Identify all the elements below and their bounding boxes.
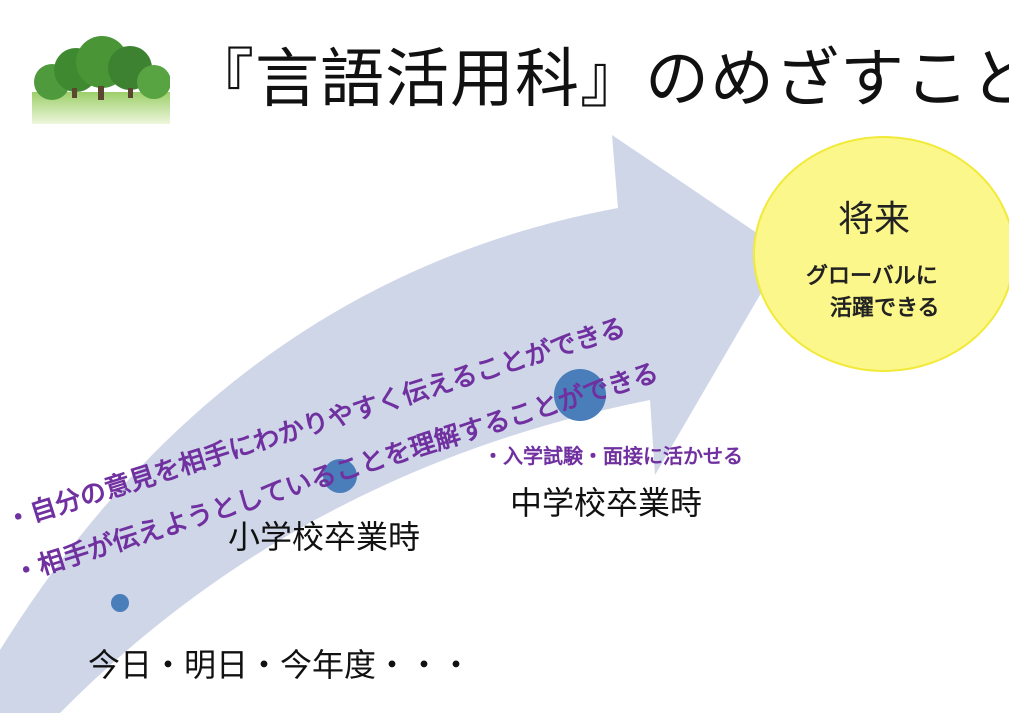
slide-title: 『言語活用科』のめざすこと: [190, 43, 1009, 117]
junior-note: ・入学試験・面接に活かせる: [483, 444, 743, 468]
stage-label-today: 今日・明日・今年度・・・: [88, 646, 473, 684]
tree-park-icon: [32, 36, 170, 124]
milestone-dot-elementary: [323, 459, 357, 493]
milestone-dot-junior: [554, 369, 606, 421]
stage-label-junior: 中学校卒業時: [510, 484, 703, 522]
arrow-shape: [0, 135, 785, 713]
milestone-dot-today: [111, 594, 129, 612]
future-title: 将来: [838, 199, 911, 240]
future-description-line2: 活躍できる: [830, 296, 940, 321]
future-description-line1: グローバルに: [806, 264, 938, 289]
stage-label-elementary: 小学校卒業時: [228, 518, 421, 556]
future-circle: [753, 136, 1009, 372]
